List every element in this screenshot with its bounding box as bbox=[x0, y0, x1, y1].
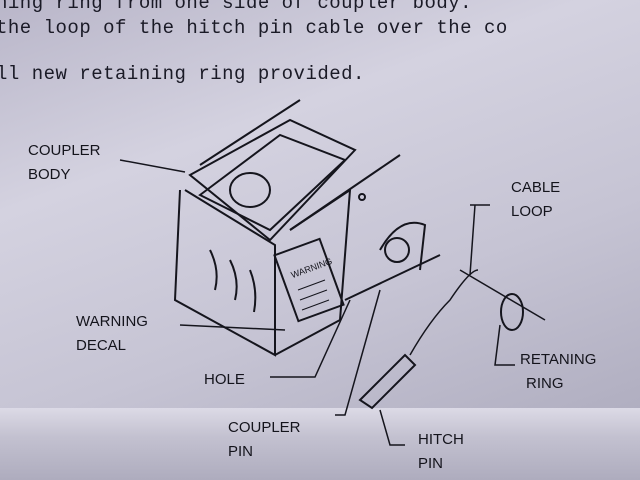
label-line: PIN bbox=[228, 443, 254, 460]
instruction-line-2: the loop of the hitch pin cable over the… bbox=[0, 17, 508, 39]
label-line: LOOP bbox=[511, 203, 553, 220]
label-line: CABLE bbox=[511, 179, 561, 196]
label-line: DECAL bbox=[76, 337, 127, 354]
paper-fold bbox=[0, 408, 640, 480]
instruction-line-1: ning ring from one side of coupler body. bbox=[0, 0, 473, 14]
label-line: BODY bbox=[28, 166, 71, 183]
label-hitch-pin: HITCH PIN bbox=[418, 428, 464, 476]
label-coupler-pin: COUPLER PIN bbox=[228, 416, 301, 464]
coupler-body-drawing bbox=[173, 99, 441, 357]
hitch-pin-drawing bbox=[358, 269, 479, 410]
label-hole: HOLE bbox=[204, 371, 245, 388]
label-line: RING bbox=[526, 375, 564, 392]
label-line: HITCH bbox=[418, 431, 464, 448]
label-line: COUPLER bbox=[228, 419, 301, 436]
label-warning-decal: WARNING DECAL bbox=[76, 310, 148, 358]
label-line: WARNING bbox=[76, 313, 148, 330]
label-line: COUPLER bbox=[28, 142, 101, 159]
label-retaining-ring: RETANING RING bbox=[520, 348, 596, 396]
label-coupler-body: COUPLER BODY bbox=[28, 139, 101, 187]
label-cable-loop: CABLE LOOP bbox=[511, 176, 560, 224]
label-line: RETANING bbox=[520, 351, 597, 368]
label-line: PIN bbox=[418, 455, 444, 472]
retaining-ring-drawing bbox=[500, 293, 524, 331]
instruction-line-3: ll new retaining ring provided. bbox=[0, 63, 365, 85]
